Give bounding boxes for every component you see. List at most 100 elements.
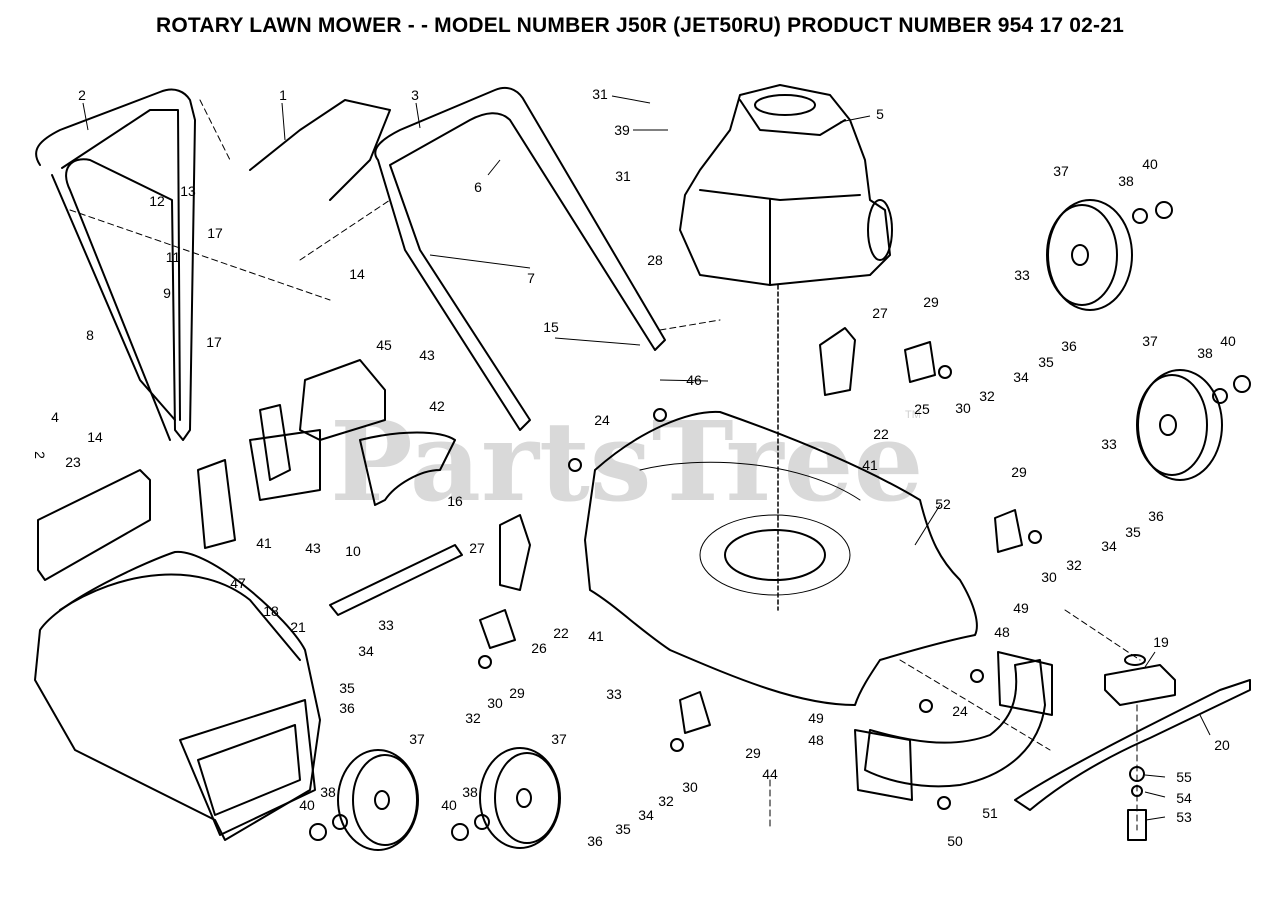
label-part-12: 12 (149, 193, 165, 209)
label-part-35: 35 (1125, 524, 1141, 540)
label-part-50: 50 (947, 833, 963, 849)
label-part-37: 37 (1053, 163, 1069, 179)
label-part-25: 25 (914, 401, 930, 417)
label-part-10: 10 (345, 543, 361, 559)
label-part-24: 24 (594, 412, 610, 428)
label-part-31: 31 (592, 86, 608, 102)
label-part-43: 43 (419, 347, 435, 363)
label-part-23: 23 (65, 454, 81, 470)
label-part-48: 48 (994, 624, 1010, 640)
label-part-14: 14 (87, 429, 103, 445)
label-part-3: 3 (411, 87, 419, 103)
label-part-28: 28 (647, 252, 663, 268)
label-part-11: 11 (166, 249, 181, 265)
label-part-48: 48 (808, 732, 824, 748)
label-part-54: 54 (1176, 790, 1192, 806)
label-part-20: 20 (1214, 737, 1230, 753)
label-part-32: 32 (658, 793, 674, 809)
label-part-38: 38 (1118, 173, 1134, 189)
label-part-21: 21 (290, 619, 306, 635)
label-part-40: 40 (1142, 156, 1158, 172)
label-part-30: 30 (487, 695, 503, 711)
label-part-33: 33 (378, 617, 394, 633)
label-part-40: 40 (1220, 333, 1236, 349)
side-mark: 2 (32, 451, 48, 459)
label-part-35: 35 (339, 680, 355, 696)
label-part-40: 40 (441, 797, 457, 813)
label-part-30: 30 (682, 779, 698, 795)
label-part-43: 43 (305, 540, 321, 556)
label-part-34: 34 (1101, 538, 1117, 554)
label-part-36: 36 (339, 700, 355, 716)
label-part-37: 37 (409, 731, 425, 747)
watermark: PartsTree (330, 397, 924, 526)
watermark-trademark: TM (905, 409, 921, 421)
label-part-29: 29 (745, 745, 761, 761)
label-part-26: 26 (531, 640, 547, 656)
label-part-15: 15 (543, 319, 559, 335)
label-part-36: 36 (1148, 508, 1164, 524)
label-part-52: 52 (935, 496, 951, 512)
label-part-34: 34 (358, 643, 374, 659)
label-part-29: 29 (923, 294, 939, 310)
label-part-17: 17 (207, 225, 223, 241)
label-part-32: 32 (465, 710, 481, 726)
bar-16 (329, 544, 463, 616)
label-part-32: 32 (979, 388, 995, 404)
blade-adapter (1104, 664, 1176, 706)
label-part-37: 37 (1142, 333, 1158, 349)
label-part-36: 36 (587, 833, 603, 849)
label-part-6: 6 (474, 179, 482, 195)
label-part-29: 29 (1011, 464, 1027, 480)
label-part-31: 31 (615, 168, 631, 184)
label-part-24: 24 (952, 703, 968, 719)
label-part-4: 4 (51, 409, 59, 425)
label-part-13: 13 (180, 183, 196, 199)
label-part-34: 34 (638, 807, 654, 823)
bracket-47 (197, 459, 236, 549)
wheel-front-left (337, 749, 419, 851)
label-part-27: 27 (872, 305, 888, 321)
label-part-45: 45 (376, 337, 392, 353)
page-title: ROTARY LAWN MOWER - - MODEL NUMBER J50R … (156, 14, 1124, 37)
label-part-33: 33 (1014, 267, 1030, 283)
blade (1014, 679, 1251, 811)
label-part-22: 22 (873, 426, 889, 442)
chute-42 (359, 431, 456, 506)
label-part-42: 42 (429, 398, 445, 414)
label-part-19: 19 (1153, 634, 1169, 650)
label-part-22: 22 (553, 625, 569, 641)
grass-bag (34, 550, 321, 841)
handle-bracket (299, 359, 386, 441)
label-part-47: 47 (230, 575, 246, 591)
engine (679, 84, 893, 611)
label-part-2: 2 (78, 87, 86, 103)
mower-deck (584, 410, 978, 706)
wheel-front-right (1046, 199, 1133, 311)
label-part-53: 53 (1176, 809, 1192, 825)
label-part-38: 38 (320, 784, 336, 800)
label-part-41: 41 (256, 535, 272, 551)
label-part-16: 16 (447, 493, 463, 509)
label-part-32: 32 (1066, 557, 1082, 573)
label-part-35: 35 (1038, 354, 1054, 370)
label-part-5: 5 (876, 106, 884, 122)
label-part-38: 38 (1197, 345, 1213, 361)
label-part-9: 9 (163, 285, 171, 301)
label-part-30: 30 (1041, 569, 1057, 585)
label-part-38: 38 (462, 784, 478, 800)
upper-handle-right (374, 86, 666, 431)
label-part-51: 51 (982, 805, 998, 821)
label-part-8: 8 (86, 327, 94, 343)
label-part-35: 35 (615, 821, 631, 837)
label-part-49: 49 (808, 710, 824, 726)
label-part-36: 36 (1061, 338, 1077, 354)
label-part-1: 1 (279, 87, 287, 103)
control-bar (249, 99, 391, 201)
label-part-33: 33 (606, 686, 622, 702)
label-part-41: 41 (862, 457, 878, 473)
bracket-43 (249, 429, 321, 501)
label-part-29: 29 (509, 685, 525, 701)
label-part-7: 7 (527, 270, 535, 286)
lower-handle-left (35, 88, 196, 441)
